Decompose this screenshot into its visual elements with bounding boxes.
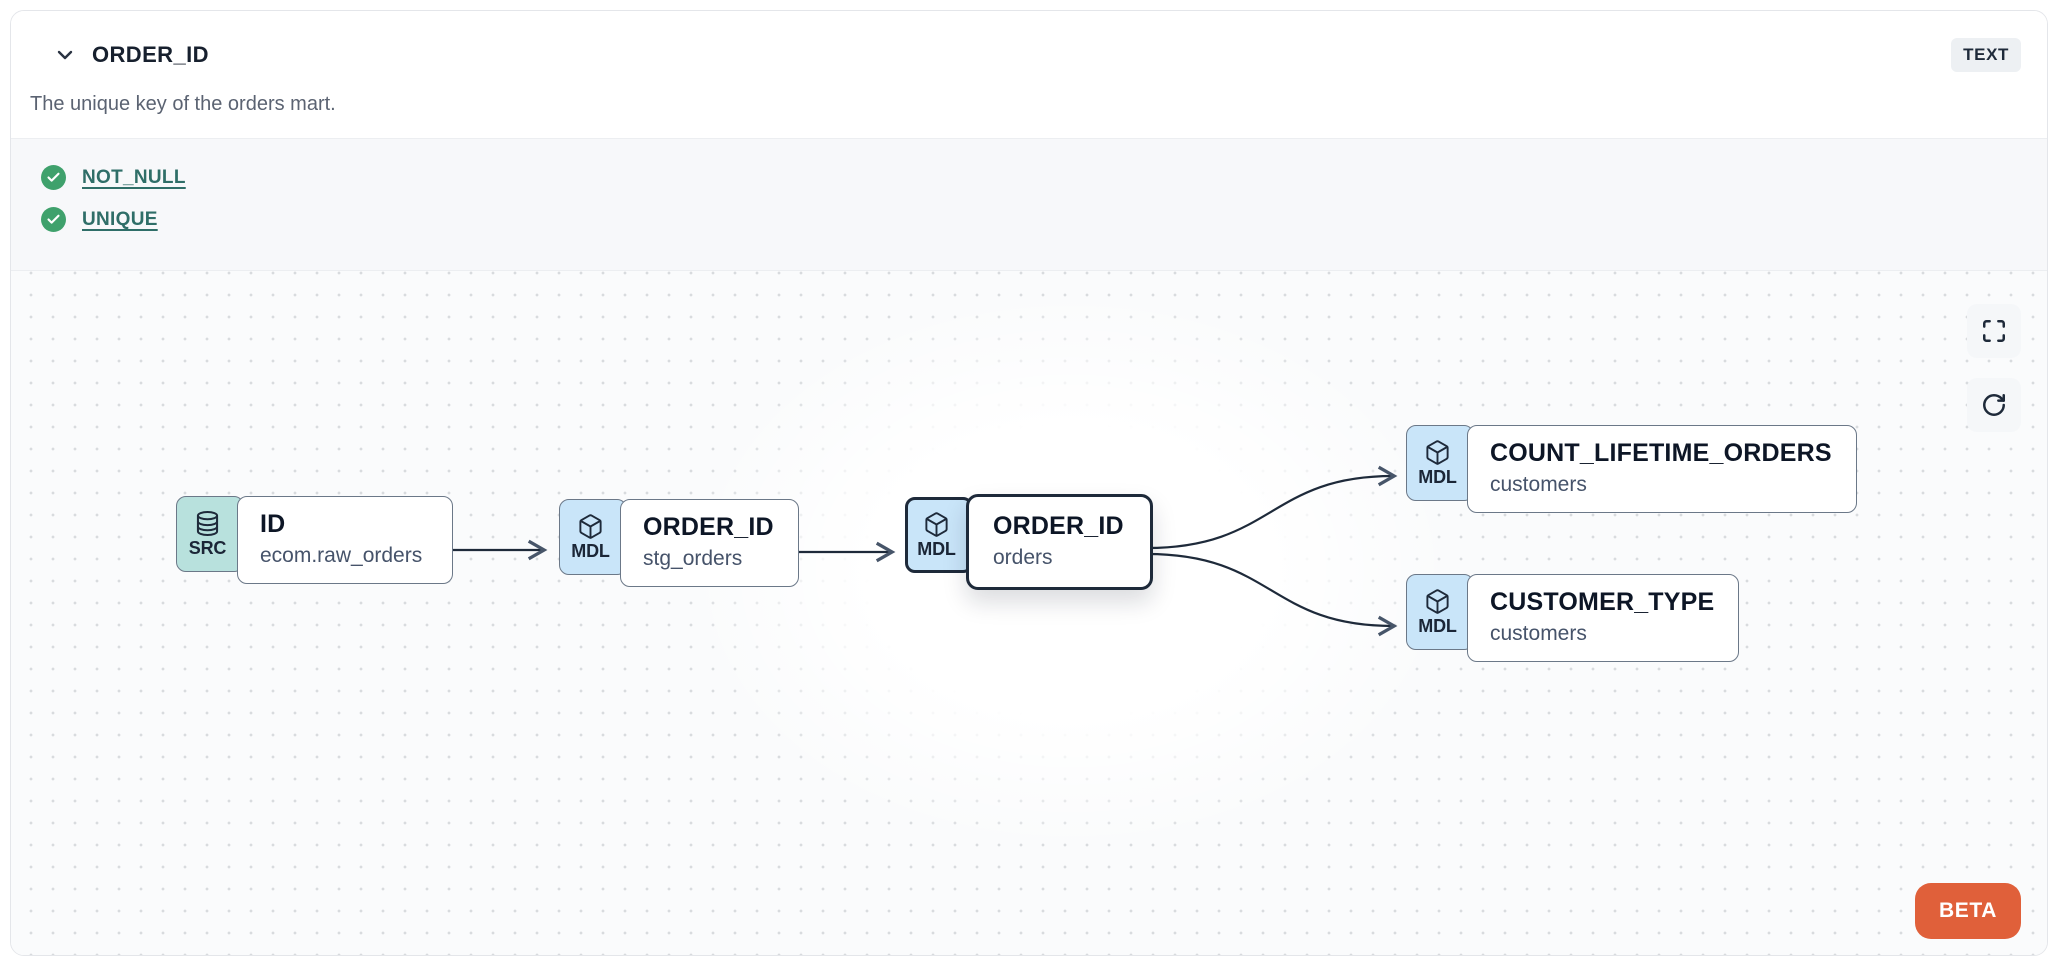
- node-subtitle: orders: [993, 546, 1053, 569]
- edge-orders-to-customer-type: [1146, 552, 1398, 637]
- node-title: ORDER_ID: [643, 513, 774, 541]
- node-kind-badge: MDL: [559, 499, 627, 575]
- node-card: COUNT_LIFETIME_ORDERS customers: [1467, 425, 1857, 513]
- refresh-button[interactable]: [1967, 378, 2021, 432]
- node-subtitle: customers: [1490, 473, 1587, 496]
- page-title: ORDER_ID: [92, 42, 209, 67]
- node-kind-label: MDL: [1418, 466, 1457, 487]
- tests-section: NOT_NULL UNIQUE: [11, 138, 2047, 271]
- lineage-node-id-raw-orders[interactable]: SRC ID ecom.raw_orders: [176, 496, 453, 584]
- lineage-node-customer-type[interactable]: MDL CUSTOMER_TYPE customers: [1406, 574, 1740, 662]
- node-card: CUSTOMER_TYPE customers: [1467, 574, 1740, 662]
- node-kind-badge: MDL: [905, 497, 973, 573]
- chevron-down-icon[interactable]: [53, 43, 77, 67]
- column-details-panel: ORDER_ID TEXT The unique key of the orde…: [10, 10, 2048, 956]
- box-icon: [1426, 588, 1449, 614]
- lineage-node-order-id-stg-orders[interactable]: MDL ORDER_ID stg_orders: [559, 499, 799, 587]
- fullscreen-button[interactable]: [1967, 304, 2021, 358]
- node-kind-badge: MDL: [1406, 574, 1474, 650]
- rotate-cw-icon: [1983, 394, 2005, 416]
- node-kind-badge: MDL: [1406, 425, 1474, 501]
- node-title: COUNT_LIFETIME_ORDERS: [1490, 439, 1832, 467]
- edge-orders-to-count-lifetime-orders: [1146, 465, 1398, 550]
- node-kind-label: MDL: [917, 538, 956, 559]
- lineage-node-count-lifetime-orders[interactable]: MDL COUNT_LIFETIME_ORDERS customers: [1406, 425, 1857, 513]
- node-kind-label: MDL: [571, 540, 610, 561]
- node-card: ORDER_ID orders: [966, 494, 1153, 590]
- column-description: The unique key of the orders mart.: [30, 93, 336, 115]
- test-row: UNIQUE: [41, 207, 2047, 232]
- node-title: CUSTOMER_TYPE: [1490, 588, 1715, 616]
- title-row: ORDER_ID TEXT: [11, 11, 2047, 72]
- test-link-not-null[interactable]: NOT_NULL: [82, 166, 186, 188]
- node-subtitle: stg_orders: [643, 547, 743, 570]
- test-row: NOT_NULL: [41, 165, 2047, 190]
- node-title: ORDER_ID: [993, 512, 1124, 540]
- node-kind-badge: SRC: [176, 496, 244, 572]
- node-card: ORDER_ID stg_orders: [620, 499, 799, 587]
- box-icon: [925, 511, 948, 537]
- node-kind-label: MDL: [1418, 615, 1457, 636]
- column-type-badge: TEXT: [1951, 38, 2021, 72]
- box-icon: [1426, 439, 1449, 465]
- check-circle-icon: [41, 207, 66, 232]
- lineage-canvas[interactable]: SRC ID ecom.raw_orders MDL ORDER_ID stg_…: [11, 271, 2047, 955]
- maximize-icon: [1983, 320, 2005, 342]
- node-kind-label: SRC: [188, 537, 227, 558]
- lineage-node-order-id-orders-selected[interactable]: MDL ORDER_ID orders: [905, 494, 1153, 590]
- box-icon: [579, 513, 602, 539]
- beta-badge: BETA: [1914, 883, 2021, 939]
- node-subtitle: ecom.raw_orders: [260, 544, 423, 567]
- node-title: ID: [260, 510, 286, 538]
- panel-header: ORDER_ID TEXT The unique key of the orde…: [11, 11, 2047, 138]
- node-card: ID ecom.raw_orders: [237, 496, 453, 584]
- check-circle-icon: [41, 165, 66, 190]
- test-link-unique[interactable]: UNIQUE: [82, 208, 158, 230]
- database-icon: [196, 510, 219, 536]
- node-subtitle: customers: [1490, 622, 1587, 645]
- lineage-edges: [452, 465, 1398, 637]
